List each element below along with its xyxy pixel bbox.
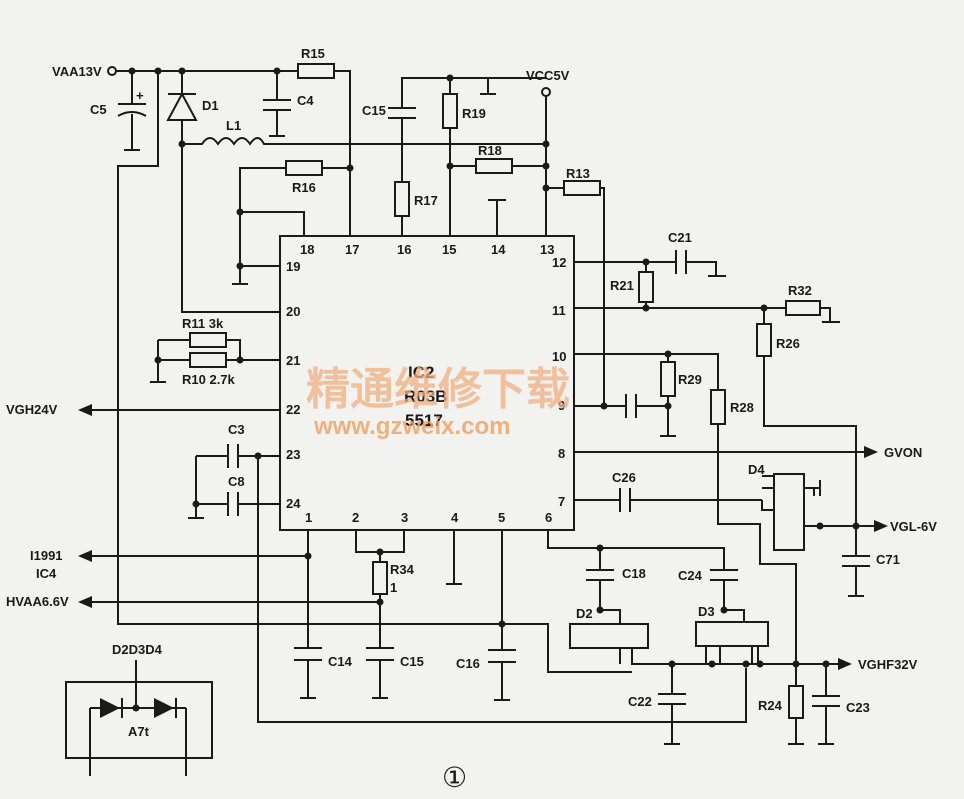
- c24-label: C24: [678, 568, 703, 583]
- r10-label: R10 2.7k: [182, 372, 236, 387]
- pin-9: 9: [558, 398, 565, 413]
- c21-label: C21: [668, 230, 692, 245]
- c71-label: C71: [876, 552, 900, 567]
- d3-package: [695, 621, 769, 647]
- pin-20: 20: [286, 304, 300, 319]
- inset-part: A7t: [128, 724, 150, 739]
- c4-label: C4: [297, 93, 314, 108]
- r11-label: R11 3k: [182, 316, 224, 331]
- ic2-part: 5517: [405, 411, 443, 430]
- r24-label: R24: [758, 698, 783, 713]
- c8-label: C8: [228, 474, 245, 489]
- pin-10: 10: [552, 349, 566, 364]
- pin-17: 17: [345, 242, 359, 257]
- l1-label: L1: [226, 118, 241, 133]
- pin-15: 15: [442, 242, 456, 257]
- r28-label: R28: [730, 400, 754, 415]
- pin-4: 4: [451, 510, 459, 525]
- c16-label: C16: [456, 656, 480, 671]
- r32-label: R32: [788, 283, 812, 298]
- r21-label: R21: [610, 278, 634, 293]
- pin-7: 7: [558, 494, 565, 509]
- pin-16: 16: [397, 242, 411, 257]
- pin-24: 24: [286, 496, 301, 511]
- pin-18: 18: [300, 242, 314, 257]
- d2-package: [569, 623, 649, 649]
- d2-label: D2: [576, 606, 593, 621]
- c18-label: C18: [622, 566, 646, 581]
- c22-label: C22: [628, 694, 652, 709]
- pin-2: 2: [352, 510, 359, 525]
- r15-label: R15: [301, 46, 325, 61]
- inset-title: D2D3D4: [112, 642, 163, 657]
- net-vgh24v: VGH24V: [6, 402, 58, 417]
- figure-number: ①: [442, 761, 467, 794]
- ic2-name: IC2: [408, 363, 434, 382]
- pin-14: 14: [491, 242, 506, 257]
- pin-12: 12: [552, 255, 566, 270]
- pin-13: 13: [540, 242, 554, 257]
- d1-label: D1: [202, 98, 219, 113]
- net-vgl-6v: VGL-6V: [890, 519, 937, 534]
- c15-label: C15: [400, 654, 424, 669]
- r13-label: R13: [566, 166, 590, 181]
- net-vcc5v: VCC5V: [526, 68, 570, 83]
- r29-label: R29: [678, 372, 702, 387]
- c5-label: C5: [90, 102, 107, 117]
- c23-label: C23: [846, 700, 870, 715]
- c3-label: C3: [228, 422, 245, 437]
- net-i1991: I1991: [30, 548, 63, 563]
- net-gvon: GVON: [884, 445, 922, 460]
- d3-label: D3: [698, 604, 715, 619]
- c5-plus: +: [136, 88, 144, 103]
- pin-6: 6: [545, 510, 552, 525]
- net-ic4: IC4: [36, 566, 57, 581]
- r17-label: R17: [414, 193, 438, 208]
- pin-22: 22: [286, 402, 300, 417]
- pin-1: 1: [305, 510, 312, 525]
- pin-5: 5: [498, 510, 505, 525]
- r26-label: R26: [776, 336, 800, 351]
- c14-label: C14: [328, 654, 353, 669]
- ic2-body: [279, 235, 575, 531]
- net-hvaa6v6: HVAA6.6V: [6, 594, 69, 609]
- r34-pin: 1: [390, 580, 397, 595]
- d4-package: [773, 473, 805, 551]
- pin-19: 19: [286, 259, 300, 274]
- r19-label: R19: [462, 106, 486, 121]
- pin-8: 8: [558, 446, 565, 461]
- pin-23: 23: [286, 447, 300, 462]
- net-vghf32v: VGHF32V: [858, 657, 918, 672]
- r16-label: R16: [292, 180, 316, 195]
- d4-label: D4: [748, 462, 765, 477]
- pin-21: 21: [286, 353, 300, 368]
- r18-label: R18: [478, 143, 502, 158]
- ic2-marking: R03B: [404, 387, 447, 406]
- watermark-cn: 精通维修下载: [306, 364, 570, 415]
- pin-11: 11: [552, 303, 566, 318]
- diode-inset-box: [65, 681, 213, 759]
- watermark-url: www.gzweix.com: [313, 413, 511, 440]
- c15-top-label: C15: [362, 103, 386, 118]
- r34-label: R34: [390, 562, 415, 577]
- net-vaa13v: VAA13V: [52, 64, 102, 79]
- c26-label: C26: [612, 470, 636, 485]
- vaa-terminal: [107, 66, 117, 76]
- pin-3: 3: [401, 510, 408, 525]
